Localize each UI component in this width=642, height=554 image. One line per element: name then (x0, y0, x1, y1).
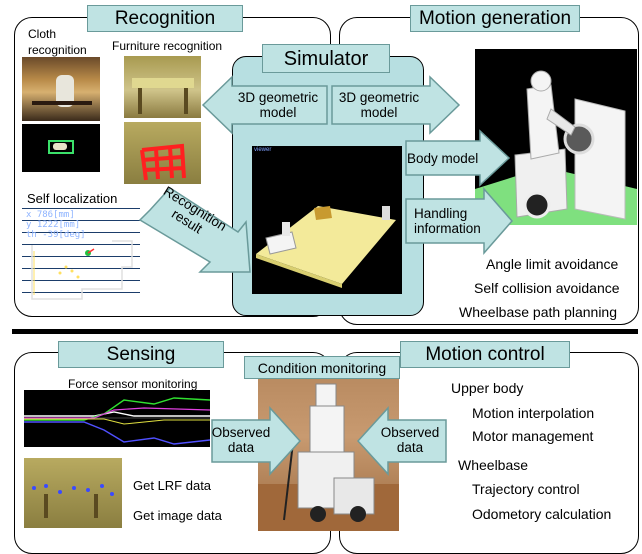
self-localization-label: Self localization (27, 191, 118, 206)
motion-generation-title: Motion generation (410, 5, 580, 32)
simulator-title: Simulator (262, 44, 390, 73)
force-sensor-label: Force sensor monitoring (68, 377, 198, 391)
observed-right-label: Observed data (380, 425, 440, 455)
arrow-recognition-result (138, 187, 251, 273)
arrow-handling-info (405, 187, 513, 255)
cloth-recognition-label: Cloth recognition (28, 26, 87, 58)
arrow-body-model (405, 129, 511, 187)
upper-body-heading: Upper body (451, 380, 524, 396)
trajectory-control: Trajectory control (472, 481, 580, 497)
lrf-readout-th: th -39[deg] (26, 230, 86, 240)
lrf-readout-x: x 786[mm] (26, 210, 75, 220)
sensor-data-photo (24, 458, 122, 528)
arrow-observed-right (356, 406, 447, 476)
observed-left-label: Observed data (211, 425, 271, 455)
arrow-layer-bottom (211, 406, 447, 476)
sensing-title: Sensing (58, 341, 224, 368)
body-model-label: Body model (407, 151, 479, 166)
condition-monitoring-title: Condition monitoring (244, 356, 400, 379)
lrf-readout-y: y 1222[mm] (26, 220, 81, 230)
get-lrf-data: Get LRF data (133, 478, 212, 493)
section-divider (12, 329, 638, 334)
viewer-label: viewer (254, 147, 272, 153)
motion-control-title: Motion control (400, 341, 570, 368)
handling-info-label: Handling information (414, 206, 481, 236)
cloth-label-text: Cloth recognition (28, 27, 87, 57)
simulator-viewer: viewer (252, 146, 402, 294)
angle-limit-avoidance: Angle limit avoidance (486, 256, 619, 272)
motor-management: Motor management (472, 428, 594, 444)
geo-left-label: 3D geometric model (237, 90, 319, 120)
get-image-data: Get image data (133, 508, 222, 523)
arrow-layer-top (138, 75, 513, 273)
geo-right-label: 3D geometric model (338, 90, 420, 120)
furniture-detection-image (124, 122, 201, 184)
cloth-photo (22, 57, 100, 121)
lrf-localization-map: x 786[mm] y 1222[mm] th -39[deg] (22, 207, 140, 304)
furniture-photo (124, 56, 201, 118)
motion-interpolation: Motion interpolation (472, 405, 595, 421)
recognition-title: Recognition (87, 5, 243, 32)
arrow-observed-left (211, 406, 302, 476)
self-collision-avoidance: Self collision avoidance (474, 280, 620, 296)
robot-3d-model-image (475, 49, 637, 225)
furniture-recognition-label: Furniture recognition (112, 39, 223, 53)
wheelbase-path-planning: Wheelbase path planning (459, 304, 618, 320)
arrow-geo-left (201, 75, 328, 135)
arrow-geo-right (331, 75, 461, 135)
force-sensor-graph (24, 390, 210, 447)
cloth-detection-image (22, 124, 100, 172)
wheelbase-heading: Wheelbase (458, 457, 529, 473)
odometory-calculation: Odometory calculation (472, 506, 612, 522)
